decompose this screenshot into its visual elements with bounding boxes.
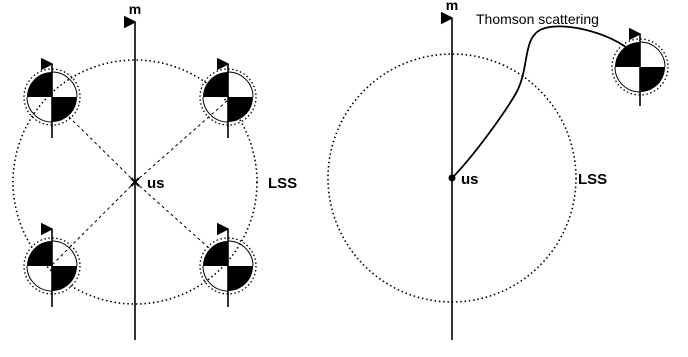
right-observer-label: us: [461, 171, 479, 188]
right-m-axis-label: m: [446, 0, 458, 13]
left-m-axis-label: m: [129, 1, 141, 17]
left-lss-circle: [12, 59, 258, 305]
quadrupole-top-right: [199, 57, 257, 138]
right-panel: m us LSS Thomson scattering: [327, 0, 669, 340]
right-lss-label: LSS: [578, 171, 607, 188]
quadrupole-bottom-left: [23, 222, 81, 307]
thomson-scattering-label: Thomson scattering: [476, 11, 599, 27]
quadrupole-bottom-right: [199, 222, 257, 307]
quadrupole-scatterer: [611, 27, 669, 106]
left-panel: m us LSS: [12, 1, 297, 340]
left-observer-label: us: [147, 175, 165, 192]
left-observer-marker: [130, 177, 140, 187]
photon-path: [451, 25, 633, 179]
quadrupole-top-left: [23, 57, 81, 138]
left-lss-label: LSS: [268, 175, 297, 192]
left-sightlines: [51, 99, 229, 266]
